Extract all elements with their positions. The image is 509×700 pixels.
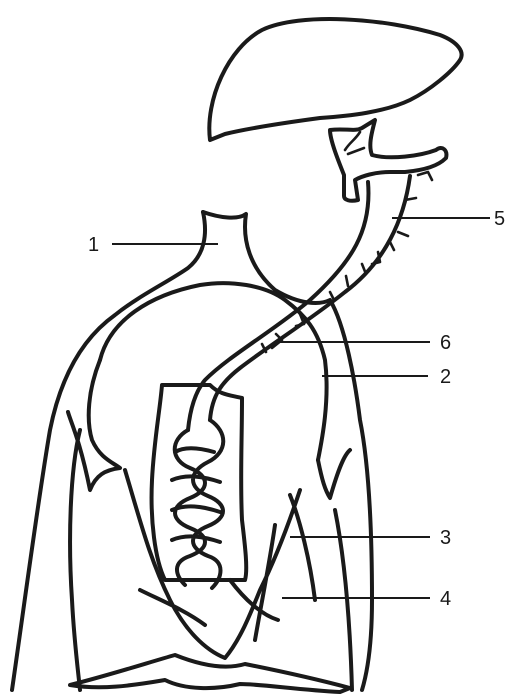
label-4: 4 xyxy=(440,588,451,610)
body-left-limb xyxy=(68,360,120,690)
coiled-structure xyxy=(172,420,223,588)
label-5: 5 xyxy=(494,208,505,230)
label-3: 3 xyxy=(440,527,451,549)
label-1: 1 xyxy=(88,234,99,256)
base-outline xyxy=(70,655,350,692)
label-6: 6 xyxy=(440,332,451,354)
body-right-limb xyxy=(318,450,352,690)
label-2: 2 xyxy=(440,366,451,388)
brain-outline xyxy=(209,19,461,140)
pituitary-stalk xyxy=(330,120,446,201)
cord-left xyxy=(188,182,369,430)
pituitary-inner xyxy=(345,132,364,154)
